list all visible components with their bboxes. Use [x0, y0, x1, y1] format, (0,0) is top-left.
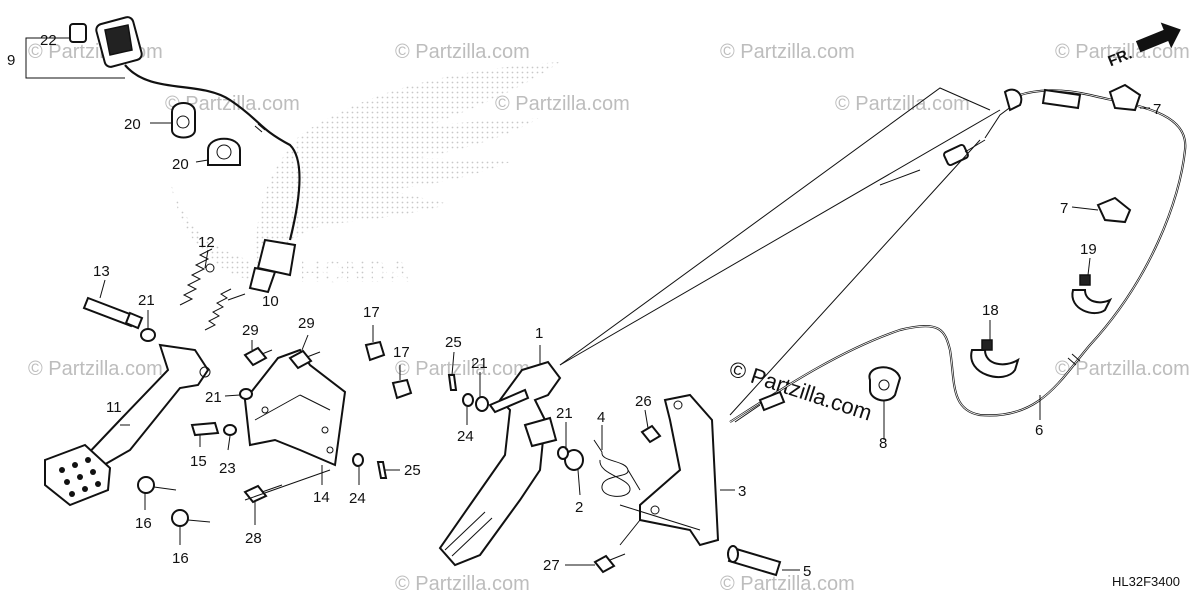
- spring-icon: [204, 288, 232, 331]
- callout-9: 9: [7, 52, 15, 69]
- callout-20: 20: [124, 116, 141, 133]
- callout-25: 25: [404, 462, 421, 479]
- bolt-icon: [171, 509, 211, 527]
- callout-15: 15: [190, 453, 207, 470]
- cotter-pin-icon: [376, 461, 388, 479]
- pedal-bracket-icon: [243, 348, 347, 467]
- leader-lines: [25, 37, 1150, 571]
- diagram-code: HL32F3400: [1112, 574, 1180, 589]
- bolt-icon: [593, 553, 626, 574]
- cable-band-icon: [970, 339, 1020, 379]
- clevis-pin-icon: [190, 421, 220, 437]
- callout-13: 13: [93, 263, 110, 280]
- callout-28: 28: [245, 530, 262, 547]
- washer-icon: [462, 393, 474, 407]
- callout-2: 2: [575, 499, 583, 516]
- pivot-pin-icon: [82, 296, 144, 330]
- callout-22: 22: [40, 32, 57, 49]
- cable-band-icon: [1071, 274, 1113, 315]
- callout-8: 8: [879, 435, 887, 452]
- watermark-text: © Partzilla.com: [720, 41, 855, 63]
- callout-4: 4: [597, 409, 605, 426]
- callout-7: 7: [1153, 101, 1161, 118]
- callout-21: 21: [138, 292, 155, 309]
- callout-23: 23: [219, 460, 236, 477]
- watermarks: © Partzilla.com © Partzilla.com © Partzi…: [28, 41, 1190, 595]
- watermark-text: © Partzilla.com: [28, 358, 163, 380]
- callout-17: 17: [363, 304, 380, 321]
- clip-icon: [69, 23, 87, 43]
- callout-12: 12: [198, 234, 215, 251]
- clamp-icon: [171, 102, 196, 139]
- callout-20: 20: [172, 156, 189, 173]
- callout-14: 14: [313, 489, 330, 506]
- accelerator-bracket-icon: [639, 393, 720, 547]
- callout-26: 26: [635, 393, 652, 410]
- switch-body-icon: [256, 238, 297, 277]
- accelerator-pedal-icon: [438, 360, 562, 567]
- callout-3: 3: [738, 483, 746, 500]
- callout-1: 1: [535, 325, 543, 342]
- watermark-text: © Partzilla.com: [165, 93, 300, 115]
- callout-11: 11: [106, 399, 122, 416]
- bolt-icon: [640, 424, 662, 444]
- callout-5: 5: [803, 563, 811, 580]
- callout-29: 29: [298, 315, 315, 332]
- washer-icon: [352, 453, 364, 467]
- callout-21: 21: [556, 405, 573, 422]
- watermark-text: © Partzilla.com: [395, 41, 530, 63]
- callout-6: 6: [1035, 422, 1043, 439]
- bolt-icon: [288, 349, 321, 370]
- callout-24: 24: [457, 428, 474, 445]
- callout-21: 21: [205, 389, 222, 406]
- washer-icon: [475, 396, 489, 412]
- cable-clip-icon: [1096, 196, 1132, 224]
- brake-pedal-icon: [44, 343, 211, 507]
- nut-icon: [391, 378, 413, 400]
- washer-icon: [140, 328, 156, 342]
- callout-21: 21: [471, 355, 488, 372]
- callout-19: 19: [1080, 241, 1097, 258]
- watermark-text: © Partzilla.com: [720, 573, 855, 595]
- callout-7: 7: [1060, 200, 1068, 217]
- switch-cable-assembly: [69, 16, 301, 294]
- honda-logo-text: HONDA: [300, 256, 410, 289]
- watermark-text: © Partzilla.com: [395, 573, 530, 595]
- callout-29: 29: [242, 322, 259, 339]
- callout-labels: 9 22 20 20 12 10 13 21 11 29 29 21 15 23…: [7, 32, 1161, 580]
- callout-10: 10: [262, 293, 279, 310]
- callout-24: 24: [349, 490, 366, 507]
- watermark-text: © Partzilla.com: [395, 358, 530, 380]
- watermark-text: © Partzilla.com: [835, 93, 970, 115]
- washer-icon: [239, 388, 253, 400]
- callout-18: 18: [982, 302, 999, 319]
- honda-wing-logo: HONDA: [170, 62, 560, 289]
- callout-27: 27: [543, 557, 560, 574]
- watermark-text: © Partzilla.com: [1055, 358, 1190, 380]
- center-watermark-text: © Partzilla.com: [726, 356, 875, 426]
- callout-25: 25: [445, 334, 462, 351]
- return-spring-icon: [593, 439, 641, 497]
- watermark-text: © Partzilla.com: [1055, 41, 1190, 63]
- cotter-pin-icon: [447, 374, 458, 391]
- callout-16: 16: [172, 550, 189, 567]
- callout-16: 16: [135, 515, 152, 532]
- bushing-icon: [564, 449, 584, 471]
- clamp-icon: [207, 137, 241, 166]
- cable-clip-icon: [1108, 83, 1142, 112]
- bolt-icon: [243, 346, 273, 367]
- watermark-text: © Partzilla.com: [495, 93, 630, 115]
- pin-icon: [727, 545, 782, 577]
- callout-17: 17: [393, 344, 410, 361]
- bolt-icon: [137, 476, 177, 494]
- nut-icon: [364, 340, 386, 362]
- washer-icon: [223, 424, 237, 436]
- cable-clamp-icon: [868, 366, 902, 402]
